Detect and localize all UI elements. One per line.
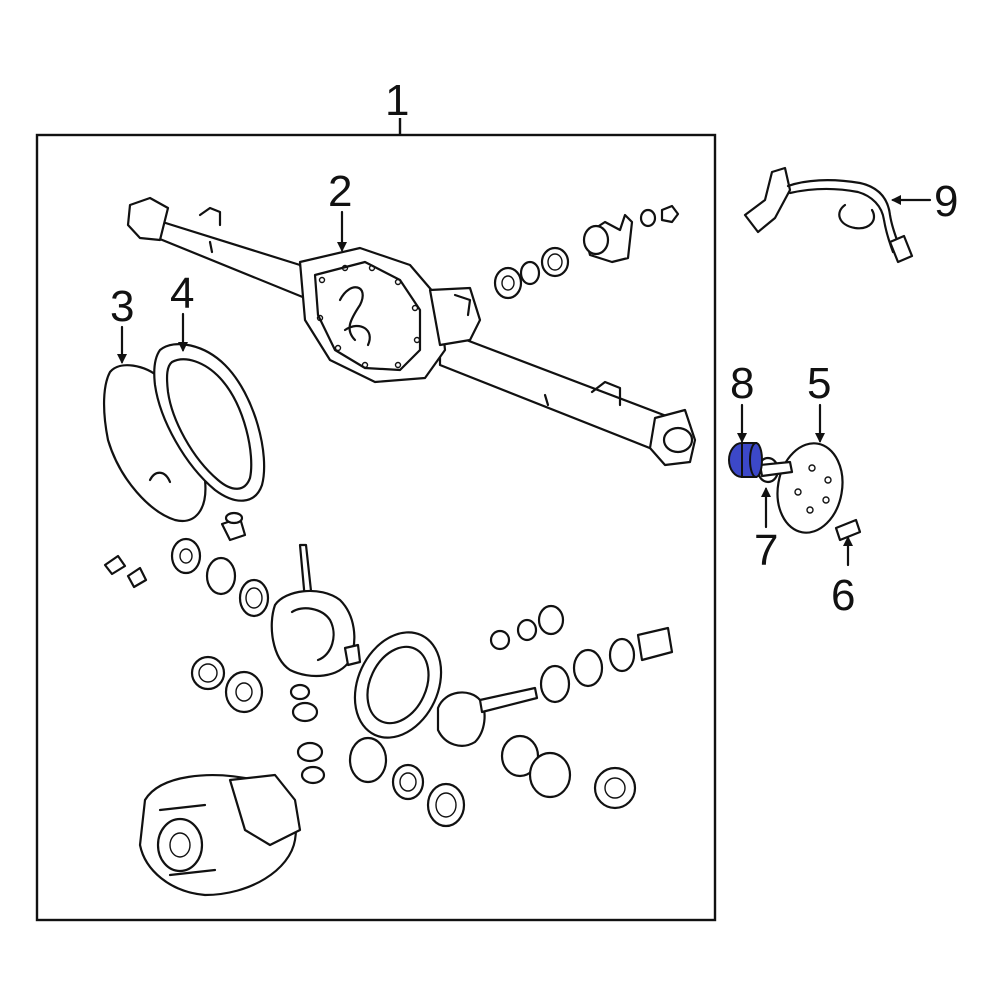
axle-assembly-frame — [35, 118, 717, 922]
callout-4: 4 — [170, 269, 194, 318]
callout-9: 9 — [934, 177, 958, 226]
abs-sensor-harness[interactable] — [743, 166, 914, 264]
axle-shaft-flange[interactable] — [771, 438, 850, 538]
side-gears-thrust-washers[interactable] — [190, 655, 326, 785]
pinion-seal-set[interactable] — [493, 204, 680, 300]
cover-gasket[interactable] — [153, 343, 266, 502]
washer[interactable] — [756, 456, 794, 484]
callout-2: 2 — [328, 167, 352, 216]
limited-slip-differential[interactable] — [138, 773, 302, 897]
spider-gears[interactable] — [348, 734, 637, 828]
callout-8: 8 — [730, 359, 754, 408]
callout-6: 6 — [831, 571, 855, 620]
carrier-bearing-set[interactable] — [170, 537, 270, 618]
differential-case[interactable] — [270, 543, 362, 677]
callout-leaders — [117, 195, 932, 567]
hub-nut-highlighted[interactable] — [728, 442, 763, 478]
callout-5: 5 — [807, 359, 831, 408]
callout-3: 3 — [110, 282, 134, 331]
breather-parts[interactable] — [103, 554, 148, 589]
ring-gear[interactable] — [339, 618, 458, 752]
callout-1: 1 — [385, 76, 409, 125]
callout-7: 7 — [754, 526, 778, 575]
pinion-gear[interactable] — [436, 686, 539, 747]
pinion-bearing-set[interactable] — [489, 604, 674, 704]
fill-plug[interactable] — [220, 511, 247, 542]
axle-housing[interactable] — [126, 196, 697, 467]
wheel-stud[interactable] — [834, 518, 862, 542]
